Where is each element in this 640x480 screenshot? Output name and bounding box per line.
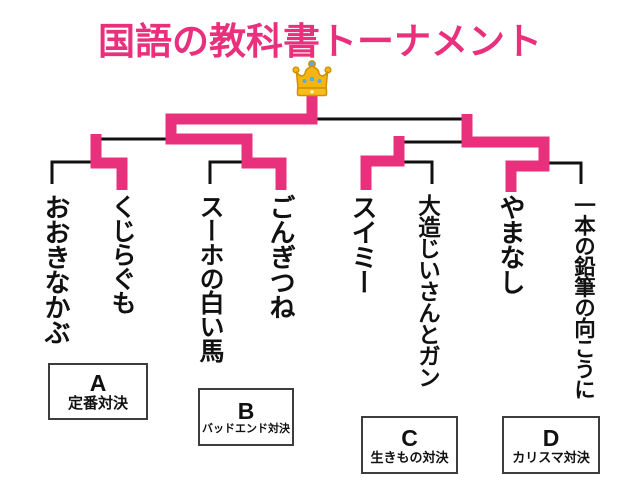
- match-c-theme: 生きもの対決: [370, 449, 449, 465]
- entry-daizo-jiisan: 大造じいさんとガン: [415, 194, 441, 388]
- crown-icon: [292, 60, 332, 97]
- bracket-line-entry-6: [399, 160, 434, 184]
- entry-yamanashi: やまなし: [496, 194, 526, 294]
- champion-path: [165, 93, 318, 190]
- entry-swimmy: スイミー: [348, 194, 378, 294]
- entry-kujiragumo: くじらぐも: [108, 194, 136, 314]
- match-b-theme-box: B バッドエンド対決: [198, 388, 294, 446]
- match-c-letter: C: [401, 424, 418, 451]
- page-title: 国語の教科書トーナメント: [98, 21, 542, 62]
- entry-ippon-enpitsu: 一本の鉛筆の向こうに: [571, 194, 596, 399]
- winner-path-match-a: [90, 134, 128, 190]
- match-a-theme-box: A 定番対決: [48, 363, 148, 420]
- match-d-theme: カリスマ対決: [512, 449, 590, 465]
- winner-path-match-c: [360, 136, 405, 190]
- entry-suho: スーホの白い馬: [196, 194, 224, 362]
- match-a-letter: A: [89, 370, 107, 396]
- entry-okina-kabu: おおきなかぶ: [41, 194, 71, 344]
- match-d-letter: D: [542, 424, 560, 451]
- match-b-theme: バッドエンド対決: [202, 422, 290, 435]
- bracket-line-entry-3: [208, 160, 247, 184]
- entry-gongitsune: ごんぎつね: [266, 194, 296, 319]
- match-d-theme-box: D カリスマ対決: [502, 416, 600, 474]
- match-b-letter: B: [237, 397, 255, 424]
- match-a-theme: 定番対決: [67, 395, 128, 412]
- runner-up-path: [461, 114, 550, 192]
- match-c-theme-box: C 生きもの対決: [361, 416, 458, 474]
- bracket-line-entry-8: [544, 161, 583, 184]
- bracket-line-entry-1: [50, 160, 98, 184]
